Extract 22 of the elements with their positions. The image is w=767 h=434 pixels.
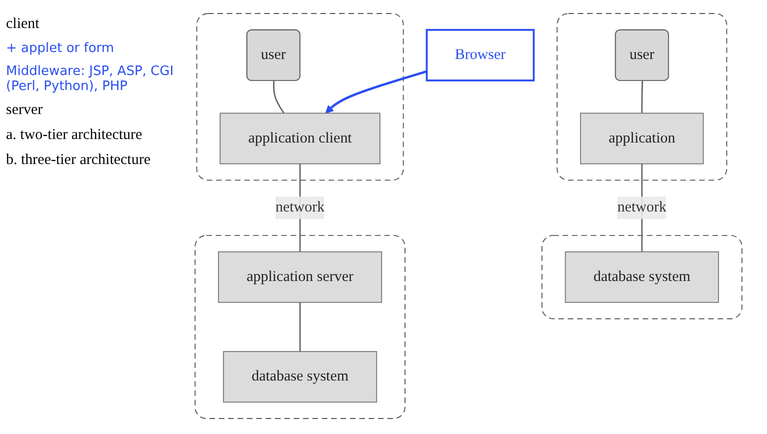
node-box: database system [564,251,719,303]
label-text: client [6,16,40,33]
handwritten-note: Middleware: JSP, ASP, CGI (Perl, Python), PHP [6,64,175,94]
cluster [556,13,728,181]
label-text: a. two-tier architecture [6,127,144,144]
cluster [196,13,404,181]
edge-label: network [276,199,325,216]
edge-label: network [617,199,666,216]
connector [273,80,284,114]
cluster [194,234,406,419]
node-box: application server [218,251,382,303]
node-box: database system [223,351,378,403]
node-box: Browser [426,28,535,82]
label-text: server [6,102,44,119]
arrow [325,70,428,114]
handwritten-note: + applet or form [6,41,116,56]
cluster [541,234,742,320]
label-text: b. three-tier architecture [6,152,152,169]
connector [641,80,644,114]
node-box: application [580,112,704,164]
connector [299,302,301,352]
node-box: application client [220,112,380,164]
